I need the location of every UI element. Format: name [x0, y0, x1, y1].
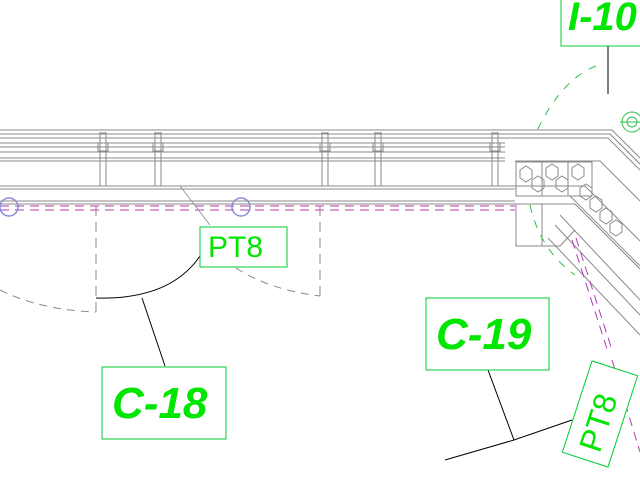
tag-c18-label: C-18	[112, 379, 208, 428]
horizontal-wall	[0, 129, 515, 205]
tag-c19[interactable]: C-19	[425, 297, 550, 371]
tag-i10[interactable]: I-10	[560, 0, 640, 47]
green-arcs	[529, 65, 597, 276]
tag-i10-label: I-10	[568, 0, 637, 39]
corner-assembly	[505, 129, 640, 336]
tag-c19-label: C-19	[436, 310, 532, 359]
corner-fixture	[620, 111, 640, 133]
grid-markers	[0, 197, 251, 217]
grid-marker-left	[0, 197, 19, 217]
tag-pt8-rotated[interactable]: PT8	[561, 360, 639, 468]
grid-marker-center	[231, 197, 251, 217]
tag-pt8-top-label: PT8	[208, 231, 263, 264]
tag-pt8-top[interactable]: PT8	[199, 226, 288, 268]
tag-c18[interactable]: C-18	[101, 366, 227, 440]
door-swings	[0, 185, 321, 313]
leader-lines	[141, 44, 609, 461]
